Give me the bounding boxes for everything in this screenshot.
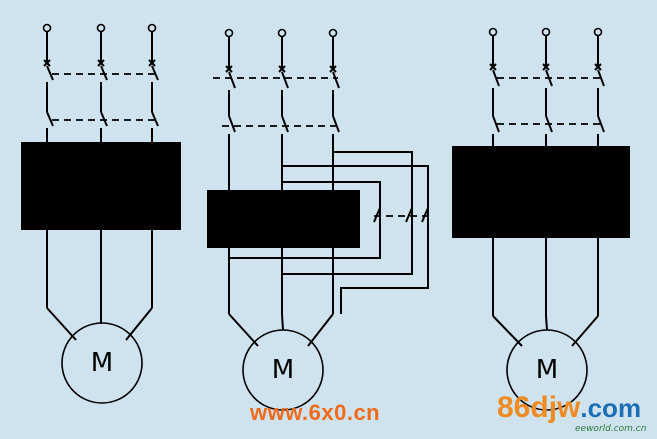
- thyristor-left-1: [35, 177, 68, 207]
- motor-right: [506, 329, 588, 411]
- watermark-right-main: 86djw: [497, 391, 581, 424]
- terminal-right-2: [541, 27, 551, 37]
- watermark-right-sub: eeworld.com.cn: [575, 424, 647, 434]
- thyristor-left-2: [89, 177, 122, 207]
- thyristor-right-3: [586, 187, 619, 215]
- terminal-left-3: [147, 23, 157, 33]
- thyristor-mid-1: [217, 201, 250, 231]
- terminal-right-1: [488, 27, 498, 37]
- thyristor-mid-3: [321, 201, 354, 231]
- terminal-mid-3: [328, 28, 338, 38]
- thyristor-left-3: [140, 177, 173, 207]
- circuit-right: [452, 27, 630, 411]
- motor-middle: [242, 329, 324, 411]
- watermark-right-tld: .com: [580, 393, 642, 423]
- thyristor-right-1: [481, 187, 514, 215]
- motor-label-left: M: [90, 348, 114, 378]
- watermark-left: www.6x0.cn: [250, 400, 381, 425]
- terminal-left-1: [42, 23, 52, 33]
- terminal-mid-2: [277, 28, 287, 38]
- circuit-middle: [207, 28, 429, 411]
- thyristor-mid-2: [270, 201, 303, 231]
- thyristor-right-2: [534, 187, 567, 215]
- watermark-right: 86djw.com: [497, 391, 641, 425]
- terminal-mid-1: [224, 28, 234, 38]
- terminal-left-2: [96, 23, 106, 33]
- circuit-left: [21, 23, 181, 404]
- motor-label-right: M: [535, 355, 559, 385]
- motor-label-middle: M: [271, 355, 295, 385]
- motor-left: [61, 322, 143, 404]
- terminal-right-3: [593, 27, 603, 37]
